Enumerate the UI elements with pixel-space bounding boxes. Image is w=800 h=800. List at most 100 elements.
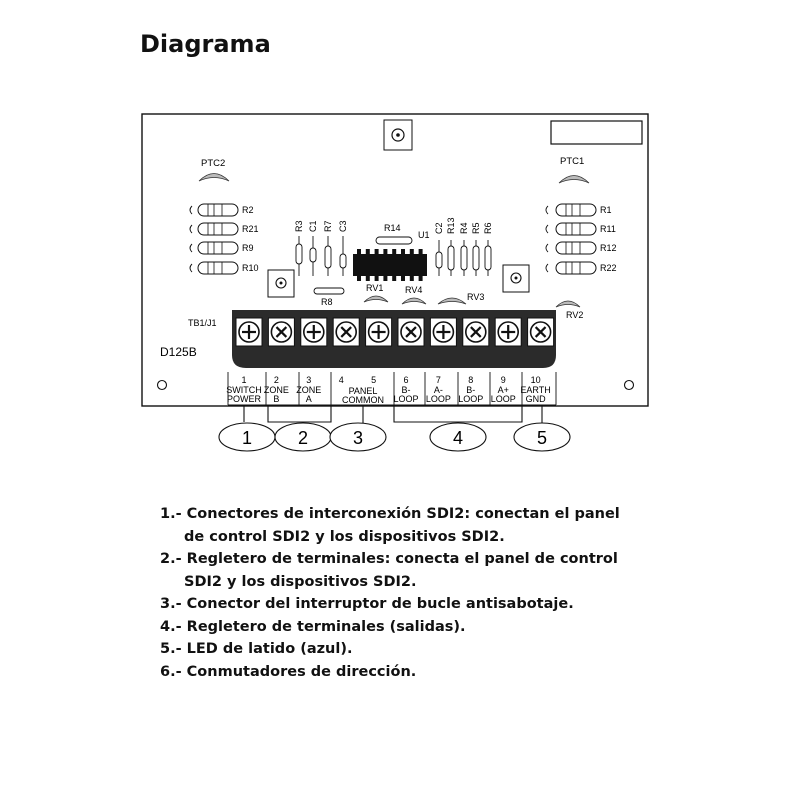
r14-resistor	[375, 236, 413, 245]
terminal-label-4: 4	[339, 375, 344, 385]
panel-common-line1: PANEL	[349, 386, 378, 396]
label-c1: C1	[308, 220, 318, 232]
label-r8: R8	[321, 297, 333, 307]
terminal-line1: A-	[434, 385, 443, 395]
label-r1: R1	[600, 205, 612, 215]
callout-1: 1	[218, 422, 276, 452]
mount-pad-right	[502, 264, 530, 293]
legend-notes: 1.- Conectores de interconexión SDI2: co…	[160, 503, 630, 683]
label-r14: R14	[384, 223, 401, 233]
label-u1: U1	[418, 230, 430, 240]
terminal-number: 6	[403, 375, 408, 385]
terminal-number: 4	[339, 375, 344, 385]
label-r7: R7	[323, 220, 333, 232]
ptc-right-icon	[558, 175, 590, 184]
terminal-screw-7[interactable]	[429, 317, 457, 347]
terminal-line1: ZONE	[264, 385, 289, 395]
terminal-line1: B-	[402, 385, 411, 395]
center-components: R3 C1 R7 C3 R14 U1 C2 R13 R4 R5 R6 R8 R	[294, 217, 583, 320]
chip-pin-bottom	[401, 276, 405, 281]
terminal-screw-4[interactable]	[332, 317, 360, 347]
note-6: 6.- Conmutadores de dirección.	[160, 663, 417, 680]
label-c2: C2	[434, 222, 444, 234]
callout-brackets	[243, 405, 543, 425]
terminal-label-9: 9A+LOOP	[491, 375, 516, 404]
terminal-screw-3[interactable]	[300, 317, 328, 347]
ptc-left-label: PTC2	[201, 158, 225, 169]
panel-common-line2: COMMON	[342, 395, 384, 405]
label-box	[550, 120, 643, 145]
u1-chip	[353, 254, 427, 276]
note-2-continuation: SDI2 y los dispositivos SDI2.	[184, 573, 417, 590]
terminal-screw-8[interactable]	[462, 317, 490, 347]
resistor-r11: R11	[545, 222, 616, 236]
label-r2: R2	[242, 205, 254, 215]
callout-number: 1	[242, 428, 252, 448]
terminal-line2: LOOP	[426, 394, 451, 404]
callout-2: 2	[274, 422, 332, 452]
terminal-number: 3	[306, 375, 311, 385]
note-3: 3.- Conector del interruptor de bucle an…	[160, 596, 574, 612]
chip-pin-bottom	[357, 276, 361, 281]
label-r13: R13	[446, 217, 456, 234]
terminal-number: 1	[241, 375, 246, 385]
label-rv3: RV3	[467, 292, 484, 302]
chip-pin-top	[357, 249, 361, 254]
label-r4: R4	[459, 222, 469, 234]
terminal-line2: LOOP	[458, 394, 483, 404]
chip-pin-top	[365, 249, 370, 254]
terminal-screw-1[interactable]	[235, 317, 263, 347]
resistor-r12: R12	[545, 241, 617, 255]
label-r12: R12	[600, 243, 617, 253]
resistor-r22: R22	[545, 261, 617, 275]
page-title: Diagrama	[140, 30, 271, 58]
terminal-line1: EARTH	[520, 385, 550, 395]
resistor-r1: R1	[545, 203, 612, 217]
chip-pin-bottom	[409, 276, 414, 281]
callout-5: 5	[513, 422, 571, 452]
chip-pin-top	[374, 249, 379, 254]
label-rv2: RV2	[566, 310, 583, 320]
note-2: 2.- Regletero de terminales: conecta el …	[160, 551, 618, 567]
callout-3: 3	[329, 422, 387, 452]
terminal-screw-5[interactable]	[365, 317, 393, 347]
chip-pin-top	[392, 249, 397, 254]
terminal-label-7: 7A-LOOP	[426, 375, 451, 404]
terminal-screw-2[interactable]	[267, 317, 295, 347]
u1-pins	[357, 249, 423, 281]
chip-pin-bottom	[374, 276, 379, 281]
note-1: 1.- Conectores de interconexión SDI2: co…	[160, 506, 620, 522]
terminal-line2: A	[306, 394, 312, 404]
terminal-screw-10[interactable]	[527, 317, 555, 347]
chip-pin-top	[418, 249, 423, 254]
terminal-line1: SWITCH	[226, 385, 262, 395]
resistor-r10: R10	[189, 261, 259, 275]
note-1-continuation: de control SDI2 y los dispositivos SDI2.	[184, 528, 505, 545]
r8-resistor	[313, 287, 345, 295]
chip-pin-top	[401, 249, 405, 254]
terminal-screw-6[interactable]	[397, 317, 425, 347]
top-mount-hole	[383, 119, 413, 151]
resistor-r2: R2	[189, 203, 254, 217]
callout-number: 5	[537, 428, 547, 448]
terminal-screw-9[interactable]	[494, 317, 522, 347]
tb1-label: TB1/J1	[188, 318, 217, 328]
label-r10: R10	[242, 263, 259, 273]
resistor-r21: R21	[189, 222, 259, 236]
label-r3: R3	[294, 220, 304, 232]
label-r9: R9	[242, 243, 254, 253]
terminal-number: 7	[436, 375, 441, 385]
chip-pin-bottom	[383, 276, 388, 281]
terminal-number: 10	[531, 375, 541, 385]
ptc-left-icon	[198, 173, 230, 182]
terminal-number: 8	[468, 375, 473, 385]
terminal-line2: LOOP	[491, 394, 516, 404]
terminal-line2: LOOP	[393, 394, 418, 404]
terminal-line1: B-	[466, 385, 475, 395]
chip-pin-bottom	[418, 276, 423, 281]
label-rv1: RV1	[366, 283, 383, 293]
